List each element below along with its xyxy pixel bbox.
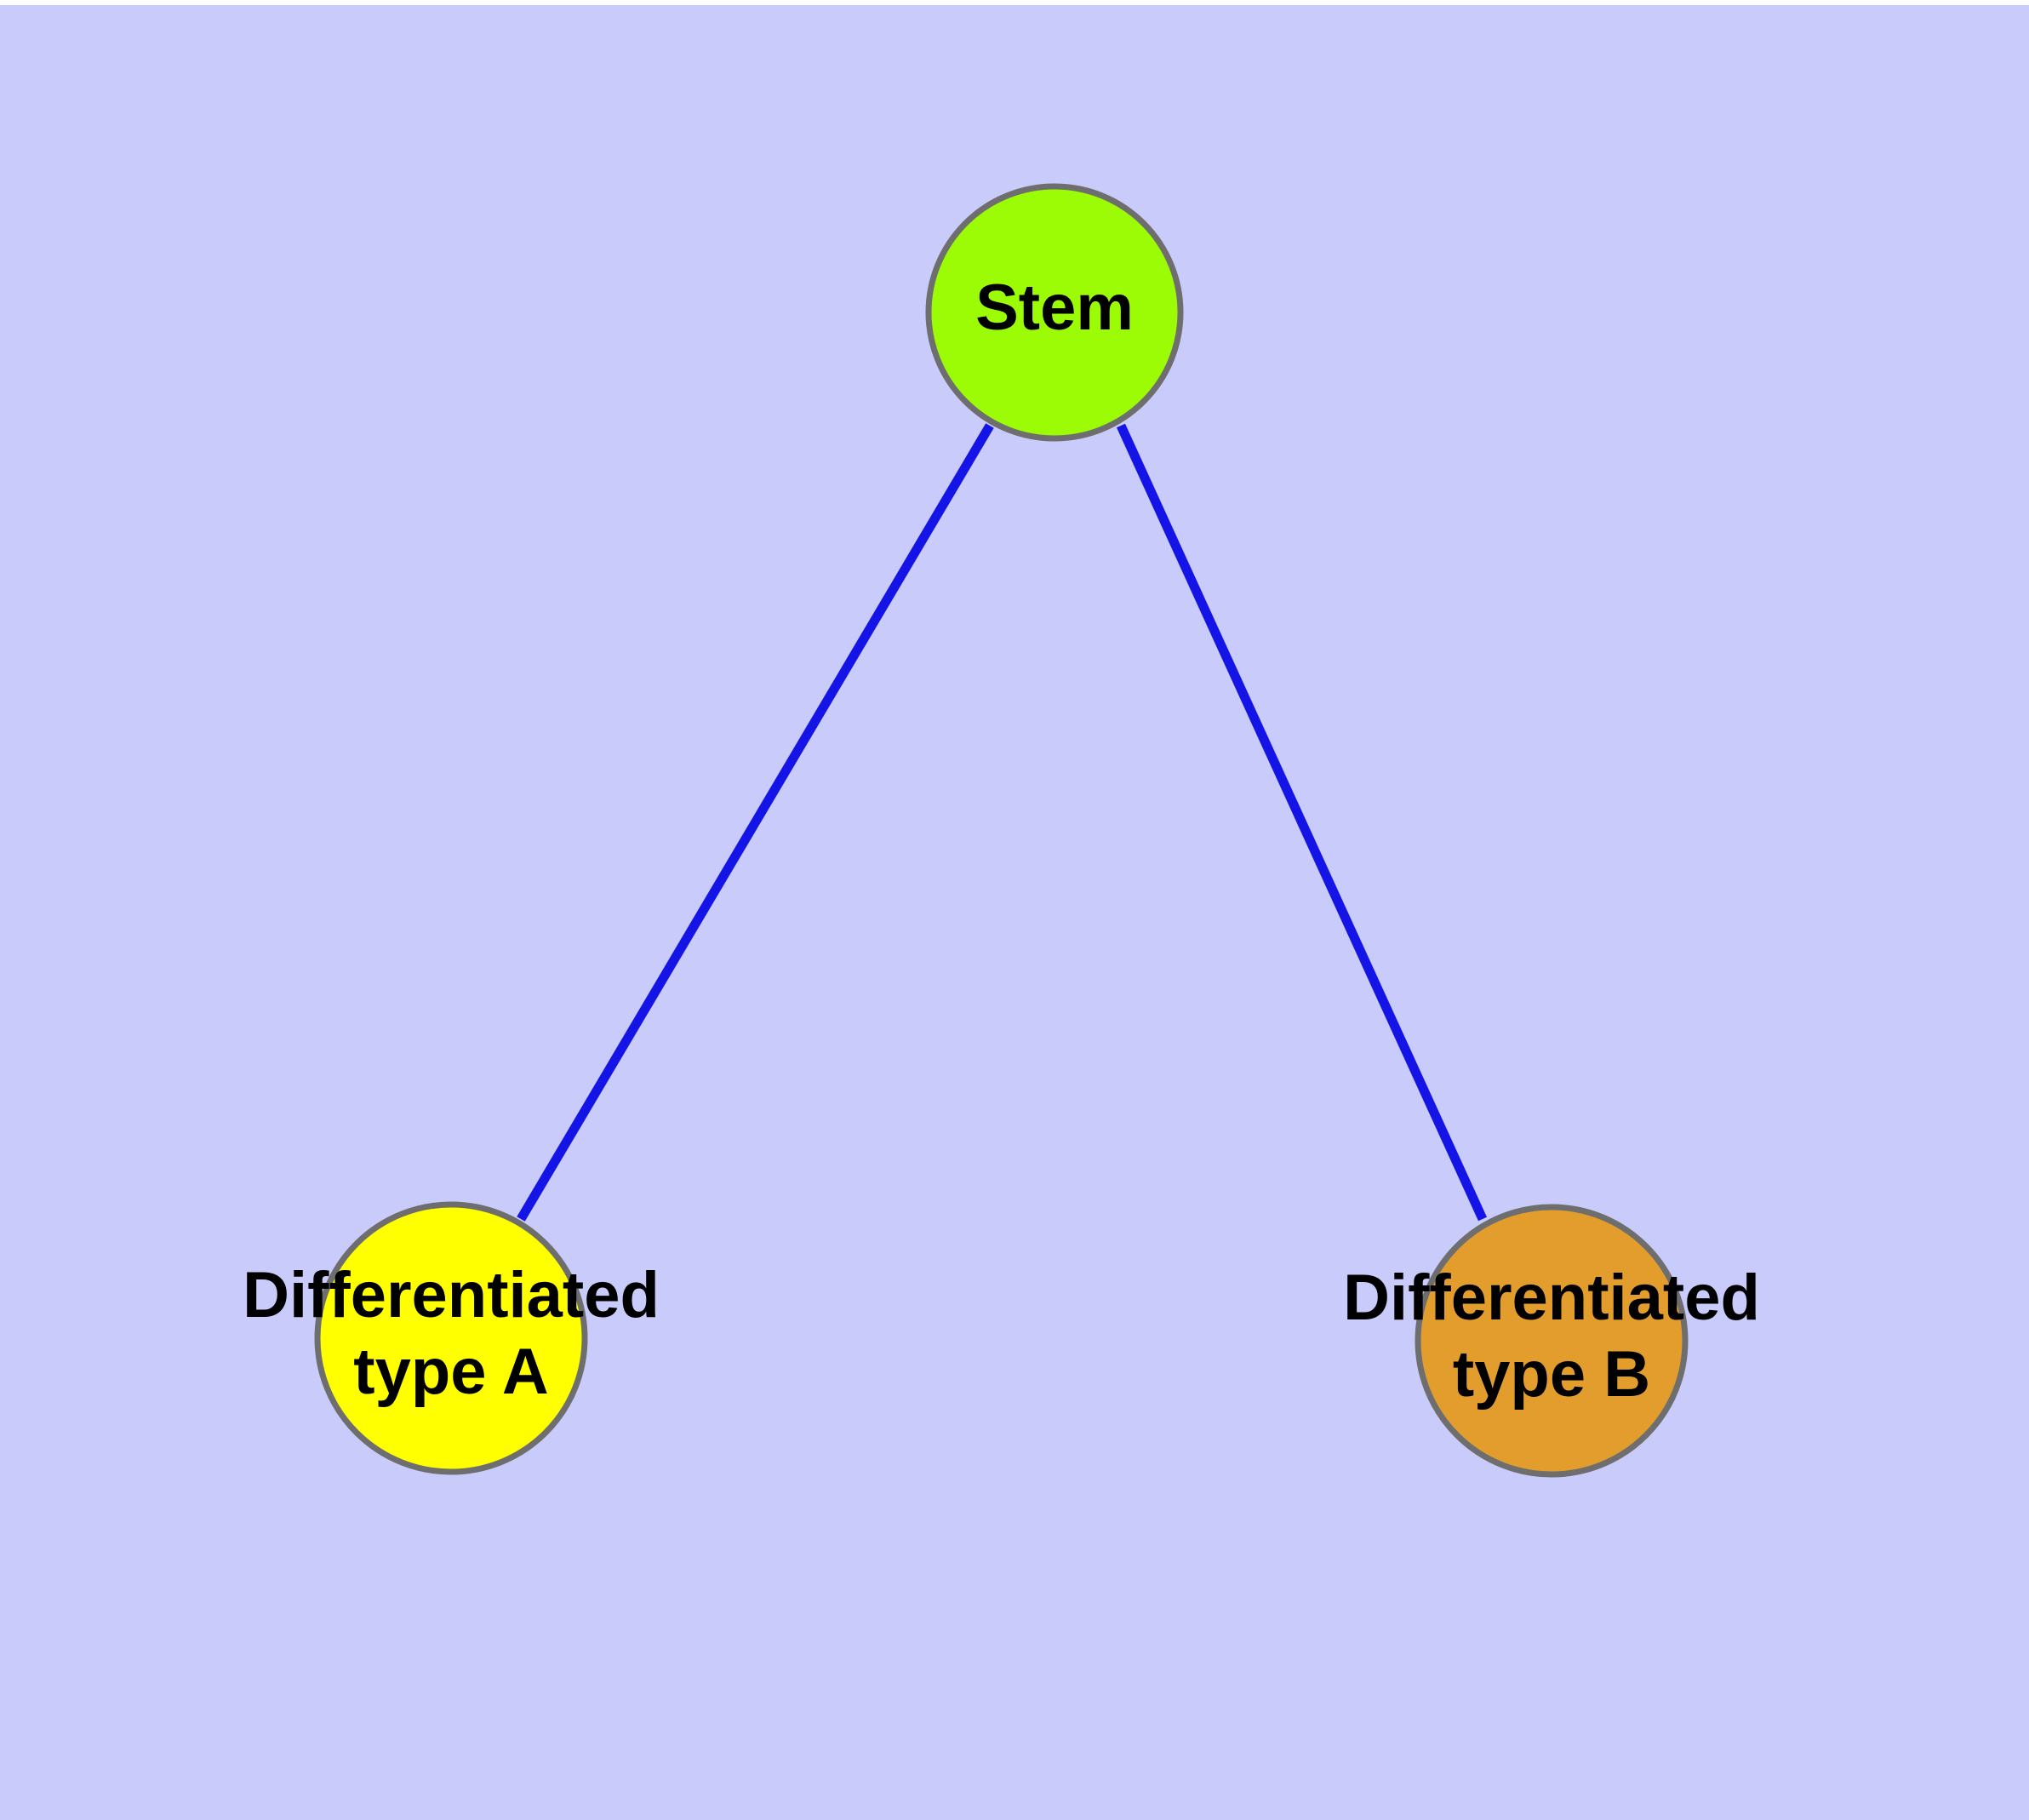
edge-stem-to-diff-a (517, 423, 994, 1222)
node-label-line: type A (353, 1336, 548, 1408)
edges-group (517, 423, 1488, 1222)
node-label-line: Differentiated (1343, 1262, 1760, 1334)
node-label-line: Differentiated (243, 1259, 660, 1331)
node-circle-diff-a[interactable] (314, 1201, 588, 1475)
node-circle-stem[interactable] (925, 183, 1184, 442)
node-label-line: Stem (975, 272, 1134, 344)
node-stem[interactable]: Stem (925, 183, 1184, 442)
node-circle-diff-b[interactable] (1415, 1204, 1689, 1478)
node-label-line: type B (1453, 1338, 1650, 1411)
edge-stem-to-diff-b (1116, 423, 1488, 1222)
node-label-stem: Stem (975, 272, 1134, 344)
